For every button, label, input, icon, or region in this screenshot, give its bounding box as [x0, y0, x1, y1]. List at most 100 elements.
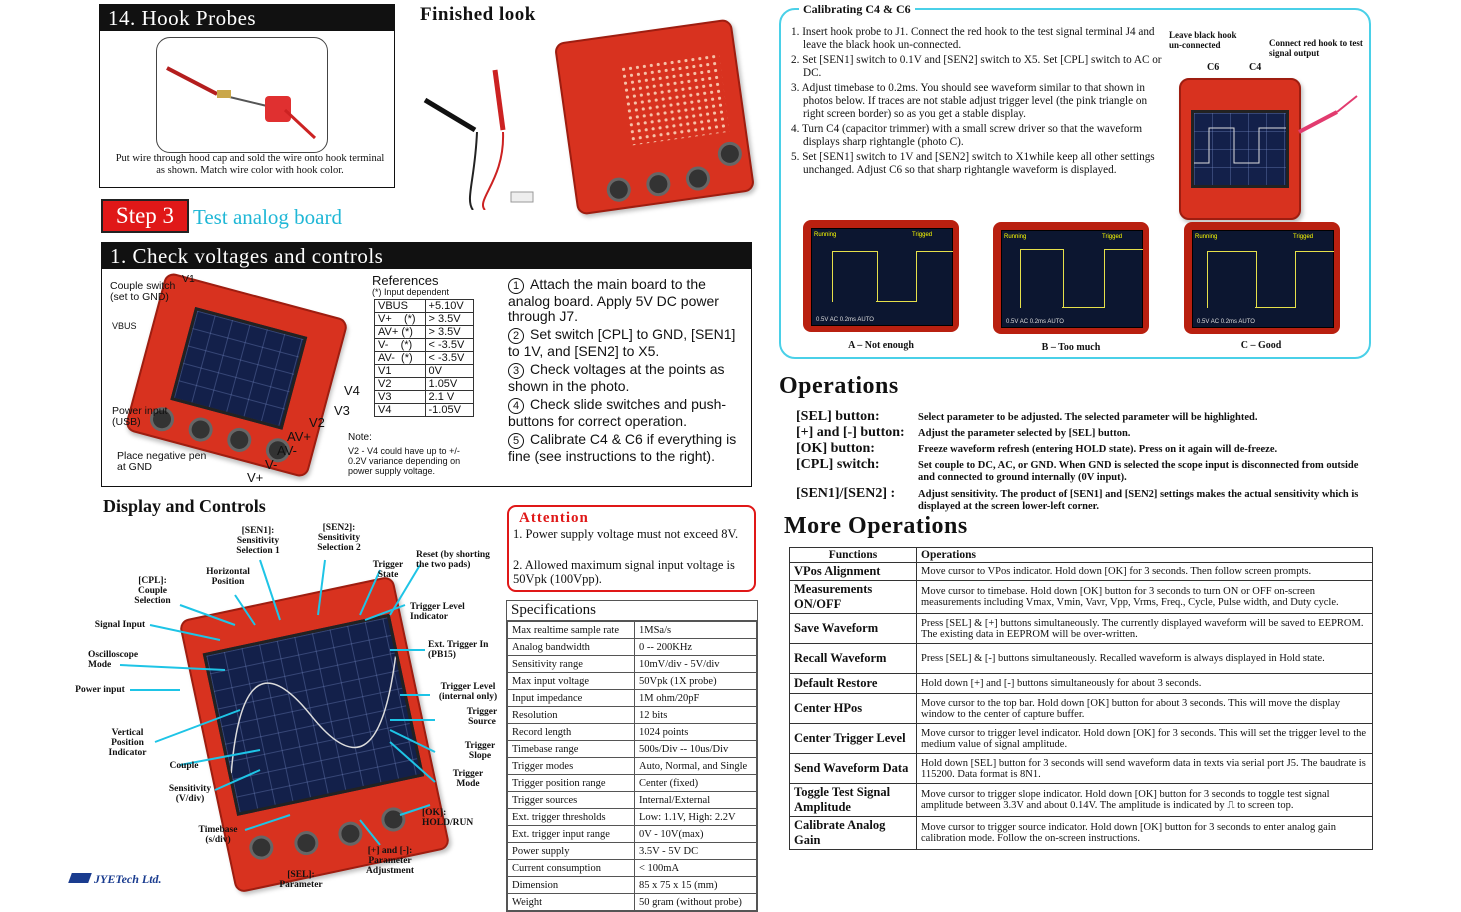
reference-point: V1: [374, 364, 426, 378]
col-operations: Operations: [916, 547, 1373, 563]
callout-power-input: Power input: [75, 685, 125, 695]
note-title: Note:: [348, 432, 372, 443]
callout-hpos: Horizontal Position: [206, 567, 250, 587]
label-leave-black-hook: Leave black hook un-connected: [1169, 30, 1237, 50]
function-name: Save Waveform: [789, 613, 917, 644]
spec-name: Max input voltage: [507, 672, 635, 690]
spec-row: Current consumption< 100mA: [507, 859, 757, 877]
spec-value: 1MSa/s: [634, 621, 757, 639]
specs-title: Specifications: [507, 601, 757, 621]
reference-voltage: < -3.5V: [424, 338, 475, 352]
hook-probe-illustration: [166, 66, 317, 140]
reference-point: V2: [374, 377, 426, 391]
calib-step: 3. Adjust timebase to 0.2ms. You should …: [791, 82, 1148, 120]
label-v3: V3: [334, 403, 350, 418]
function-name: VPos Alignment: [789, 562, 917, 581]
label-couple-switch: Couple switch (set to GND): [110, 280, 176, 303]
note-text: V2 - V4 could have up to +/- 0.2V varian…: [348, 446, 461, 476]
label-vminus: V-: [265, 457, 278, 472]
label-avminus: AV-: [277, 443, 297, 458]
calibrating-box: Calibrating C4 & C6 1. Insert hook probe…: [779, 2, 1371, 359]
callout-timebase: Timebase (s/div): [198, 825, 238, 845]
spec-value: 0 -- 200KHz: [634, 638, 757, 656]
jyetech-logo: JYETech Ltd.: [68, 872, 162, 887]
label-vbus: VBUS: [112, 321, 137, 331]
attention-title: Attention: [519, 510, 589, 526]
main-board-photo: [178, 575, 451, 894]
references-title: References: [372, 273, 439, 288]
reference-row: AV+ (*)> 3.5V: [374, 325, 475, 339]
function-operation: Move cursor to trigger slope indicator. …: [916, 783, 1373, 817]
reference-voltage: < -3.5V: [424, 351, 475, 365]
check-voltages-title: 1. Check voltages and controls: [102, 243, 751, 269]
callout-trigger-indicator: Trigger Level Indicator: [410, 602, 465, 622]
attention-item: 1. Power supply voltage must not exceed …: [513, 527, 739, 541]
callout-trigger-state: Trigger State: [372, 560, 404, 580]
spec-name: Max realtime sample rate: [507, 621, 635, 639]
reference-point: VBUS: [374, 299, 426, 313]
spec-value: 50 gram (without probe): [634, 893, 757, 911]
function-operation: Press [SEL] & [+] buttons simultaneously…: [916, 613, 1373, 644]
spec-name: Weight: [507, 893, 635, 911]
spec-name: Analog bandwidth: [507, 638, 635, 656]
hook-probe-photo: [156, 37, 328, 153]
calib-step: 1. Insert hook probe to J1. Connect the …: [791, 26, 1155, 51]
callout-trigger-level: Trigger Level (internal only): [438, 682, 498, 702]
spec-value: 1M ohm/20pF: [634, 689, 757, 707]
spec-name: Ext. trigger thresholds: [507, 808, 635, 826]
step3-badge: Step 3: [101, 199, 189, 233]
more-operations-title: More Operations: [784, 513, 968, 539]
label-v2: V2: [309, 415, 325, 430]
callout-plus-minus: [+] and [-]: Parameter Adjustment: [365, 846, 415, 876]
spec-value: Center (fixed): [634, 774, 757, 792]
finished-board-photo: [553, 18, 756, 216]
calibrating-title: Calibrating C4 & C6: [799, 2, 915, 17]
callout-ext-trigger: Ext. Trigger In (PB15): [428, 640, 489, 660]
calib-step: 2. Set [SEN1] switch to 0.1V and [SEN2] …: [791, 54, 1162, 79]
spec-value: 500s/Div -- 10us/Div: [634, 740, 757, 758]
callout-sen1: [SEN1]: Sensitivity Selection 1: [236, 526, 280, 556]
display-controls-title: Display and Controls: [103, 496, 266, 516]
hook-probes-box: 14. Hook Probes Put wire through hood ca…: [99, 4, 395, 188]
spec-value: 10mV/div - 5V/div: [634, 655, 757, 673]
function-name: Measurements ON/OFF: [789, 580, 917, 614]
callout-vpos: Vertical Position Indicator: [108, 728, 147, 758]
reference-voltage: 0V: [424, 364, 475, 378]
callout-trigger-slope: Trigger Slope: [464, 741, 496, 761]
reference-voltage: > 3.5V: [424, 325, 475, 339]
finished-look-title: Finished look: [420, 4, 536, 25]
reference-point: V- (*): [374, 338, 426, 352]
spec-name: Record length: [507, 723, 635, 741]
spec-value: Auto, Normal, and Single: [634, 757, 757, 775]
function-operation: Move cursor to timebase. Hold down [OK] …: [916, 580, 1373, 614]
reference-point: AV+ (*): [374, 325, 426, 339]
callout-couple: Couple: [169, 761, 199, 771]
label-vplus: V+: [247, 470, 264, 485]
callout-sensitivity: Sensitivity (V/div): [168, 784, 212, 804]
caption-b: B – Too much: [1041, 342, 1101, 353]
attention-item: 2. Allowed maximum signal input voltage …: [513, 558, 735, 586]
callout-cpl: [CPL]: Couple Selection: [134, 576, 171, 606]
function-name: Toggle Test Signal Amplitude: [789, 783, 917, 817]
function-name: Center Trigger Level: [789, 723, 917, 754]
